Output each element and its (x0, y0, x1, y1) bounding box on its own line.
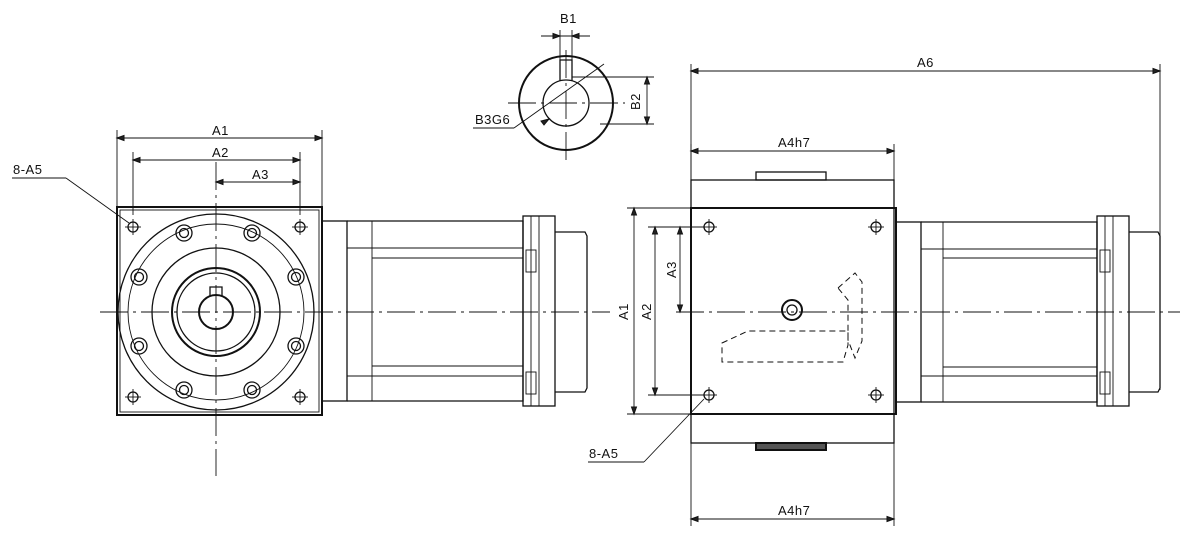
left-bolt-heads (130, 224, 305, 399)
left-pitch-circle (127, 223, 305, 401)
left-flange-inner-edge (119, 209, 320, 413)
right-view: A6 A4h7 (588, 55, 1180, 526)
right-dim-a3: A3 (664, 261, 679, 278)
right-dim-a4-bottom: A4h7 (778, 503, 810, 518)
left-dim-a2: A2 (212, 145, 229, 160)
right-hidden-feature-1 (837, 272, 863, 360)
right-dim-a1: A1 (616, 303, 631, 320)
right-plug-outer (781, 299, 803, 321)
left-spigot-circle (151, 247, 281, 377)
left-hub-outer (171, 267, 261, 357)
left-shaft-bore (198, 294, 234, 330)
left-hub-inner (176, 272, 256, 352)
right-corner-holes (703, 221, 882, 401)
right-hidden-feature-2 (721, 330, 849, 363)
shaft-dim-b3: B3G6 (475, 112, 510, 127)
left-motor-body (321, 215, 588, 407)
left-view: A1 A2 A3 8-A5 (12, 123, 610, 476)
right-dim-a2: A2 (639, 303, 654, 320)
right-hole-callout: 8-A5 (589, 446, 618, 461)
right-housing-flange (690, 207, 897, 415)
right-housing-outer (690, 179, 895, 444)
left-flange-square (116, 206, 323, 416)
left-dim-a3: A3 (252, 167, 269, 182)
right-dim-a6: A6 (917, 55, 934, 70)
left-hole-callout: 8-A5 (13, 162, 42, 177)
shaft-dim-b1: B1 (560, 11, 577, 26)
right-housing-top-cap (755, 171, 827, 181)
right-dim-a4-top: A4h7 (778, 135, 810, 150)
left-dim-a1: A1 (212, 123, 229, 138)
shaft-detail: B1 B2 B3G6 (473, 11, 654, 160)
right-housing-bottom-cap (755, 442, 827, 451)
shaft-dim-b2: B2 (628, 93, 643, 110)
left-shaft-keyway (209, 286, 223, 296)
right-plug-inner (786, 304, 798, 316)
right-motor-body (895, 215, 1161, 407)
left-bolt-circle (117, 213, 315, 411)
